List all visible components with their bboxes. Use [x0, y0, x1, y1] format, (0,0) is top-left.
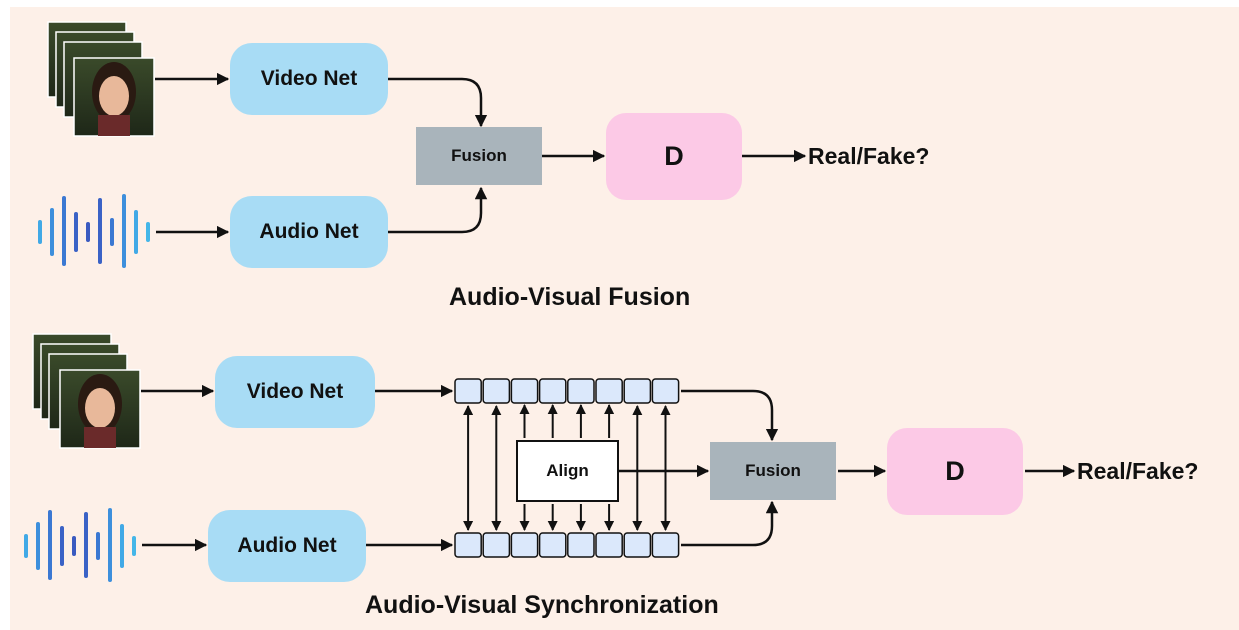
face-video-frames-icon	[32, 333, 141, 449]
discriminator-label: D	[945, 456, 965, 486]
token-cell	[595, 378, 623, 404]
token-cell	[482, 378, 511, 404]
token-cell	[538, 532, 567, 558]
token-cell	[567, 532, 595, 558]
discriminator-block: D	[887, 428, 1023, 515]
token-cell	[623, 378, 652, 404]
token-cell	[595, 532, 623, 558]
bottom-panel-caption: Audio-Visual Synchronization	[365, 591, 719, 619]
face-video-frames-icon	[47, 21, 155, 137]
token-cell	[482, 532, 511, 558]
audio-net-block: Audio Net	[230, 196, 388, 268]
discriminator-block: D	[606, 113, 742, 200]
fusion-label: Fusion	[745, 461, 801, 480]
top-panel-caption: Audio-Visual Fusion	[449, 283, 691, 311]
output-label: Real/Fake?	[808, 143, 930, 169]
token-cell	[510, 378, 539, 404]
fusion-block: Fusion	[416, 127, 542, 185]
audio-waveform-icon	[38, 194, 150, 268]
token-cell	[510, 532, 539, 558]
video-net-label: Video Net	[260, 67, 358, 90]
align-label: Align	[546, 461, 589, 480]
audio-token-sequence	[454, 532, 680, 558]
token-cell	[651, 532, 680, 558]
token-cell	[454, 378, 482, 404]
audio-net-block: Audio Net	[208, 510, 366, 582]
align-block: Align	[516, 440, 619, 502]
video-net-label: Video Net	[246, 380, 344, 403]
token-cell	[454, 532, 482, 558]
audio-waveform-icon	[24, 508, 136, 582]
video-net-block: Video Net	[230, 43, 388, 115]
fusion-block: Fusion	[710, 442, 836, 500]
token-cell	[567, 378, 595, 404]
alignment-arrows	[463, 404, 671, 531]
fusion-label: Fusion	[451, 146, 507, 165]
output-label: Real/Fake?	[1077, 458, 1199, 484]
audio-net-label: Audio Net	[259, 220, 359, 243]
token-cell	[651, 378, 680, 404]
video-token-sequence	[454, 378, 680, 404]
video-net-block: Video Net	[215, 356, 375, 428]
token-cell	[623, 532, 652, 558]
audio-net-label: Audio Net	[237, 534, 337, 557]
token-cell	[538, 378, 567, 404]
discriminator-label: D	[664, 141, 684, 171]
